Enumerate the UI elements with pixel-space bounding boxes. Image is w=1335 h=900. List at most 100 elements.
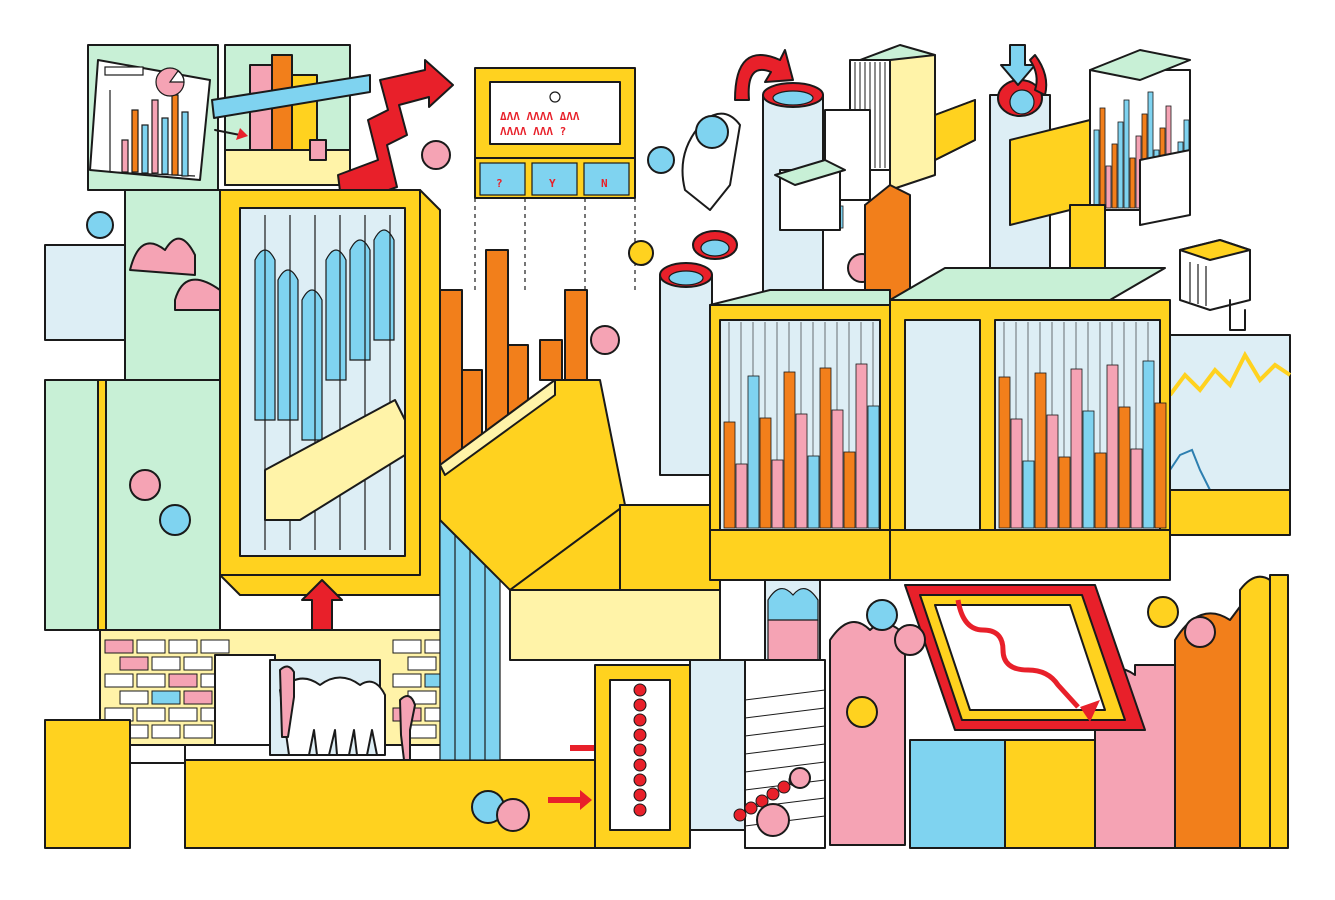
bottom-left-base — [44, 719, 606, 849]
symbol-tub-1 — [479, 162, 526, 196]
top-ramp-and-arrow — [211, 59, 454, 208]
yellow-pillar-strip — [97, 379, 107, 631]
brick — [183, 656, 213, 671]
small-iso-box — [1179, 239, 1251, 331]
case-bar — [867, 405, 880, 529]
case-bar — [1010, 418, 1023, 529]
brick — [151, 724, 181, 739]
blue-ball-center — [647, 146, 675, 174]
pink-ball-bc-2 — [789, 767, 811, 789]
pink-dome-left — [129, 237, 196, 276]
organ-pipe-frame — [219, 189, 441, 596]
token — [633, 683, 647, 697]
brick — [168, 639, 198, 654]
token — [633, 713, 647, 727]
crowd-silhouette — [279, 676, 386, 756]
token — [633, 758, 647, 772]
case-bar — [1130, 448, 1143, 529]
bottom-right-balls — [846, 596, 1216, 728]
brick — [151, 656, 181, 671]
brick — [136, 707, 166, 722]
stair-line — [744, 743, 826, 755]
trail-ball — [766, 787, 780, 801]
pink-ball-br-2 — [1184, 616, 1216, 648]
brick — [200, 639, 230, 654]
pink-ball-center — [590, 325, 620, 355]
blue-ball-top-left — [86, 211, 114, 239]
brick — [183, 690, 213, 705]
yellow-ball-br — [846, 696, 878, 728]
stair-line — [744, 689, 826, 701]
tub-symbol-2: Y — [549, 177, 556, 190]
brick — [151, 690, 181, 705]
token — [633, 728, 647, 742]
glass-case-left — [709, 289, 891, 581]
stair-line — [744, 761, 826, 773]
symbol-tub-3 — [583, 162, 630, 196]
bulb-icon — [549, 91, 561, 103]
blue-down-arrow — [1000, 44, 1036, 86]
brick — [392, 673, 422, 688]
case-bar — [1058, 456, 1071, 529]
mint-wall — [44, 379, 221, 631]
case-bar — [723, 421, 736, 529]
iso-bar — [1093, 129, 1100, 209]
brick — [168, 673, 198, 688]
red-right-arrow-bottom — [548, 790, 592, 810]
left-background-blocks — [44, 189, 221, 631]
falling-trend-card — [904, 584, 1146, 731]
iso-bar — [1111, 143, 1118, 209]
brick — [119, 690, 149, 705]
stair-block — [264, 399, 406, 521]
trail-ball — [744, 801, 758, 815]
case-bar — [998, 376, 1011, 529]
yellow-line — [1168, 350, 1292, 397]
hand-with-ball — [681, 112, 741, 211]
case-bar — [1118, 406, 1131, 529]
case-bar — [759, 417, 772, 529]
case-bar — [1106, 364, 1119, 529]
iso-bar — [1123, 99, 1130, 209]
pink-ball-bottom — [496, 798, 530, 832]
case-bar — [783, 371, 796, 529]
case-bar — [855, 363, 868, 529]
blue-ball-hand — [695, 115, 729, 149]
case-bar — [819, 367, 832, 529]
case-bar — [735, 463, 748, 529]
brick — [119, 656, 149, 671]
question-monitor: ΔΛΛ ΛΛΛΛ ΔΛΛ ΛΛΛΛ ΛΛΛ ? ? Y N — [474, 67, 636, 290]
token — [633, 773, 647, 787]
pink-ball-left — [129, 469, 161, 501]
brick — [407, 656, 437, 671]
brick — [168, 707, 198, 722]
building-chart-panel — [214, 44, 351, 186]
blue-ball-left — [159, 504, 191, 536]
case-bar — [747, 375, 760, 529]
glass-case-right — [889, 267, 1291, 581]
tub-symbol-3: N — [601, 177, 608, 190]
brick — [104, 673, 134, 688]
pink-figure-left — [279, 665, 295, 738]
brick — [183, 724, 213, 739]
iso-bar — [1105, 165, 1112, 209]
case-bar — [1094, 452, 1107, 529]
blue-ramp — [211, 74, 371, 119]
bottom-center-machine — [594, 659, 826, 849]
blue-line — [1169, 448, 1211, 491]
pink-ball-br-1 — [894, 624, 926, 656]
red-zigzag-arrow — [337, 59, 454, 208]
case-bar — [1022, 460, 1035, 529]
red-wavy-down-arrow — [955, 599, 1080, 709]
right-line-chart — [1164, 334, 1292, 491]
tub-symbol-1: ? — [496, 177, 503, 190]
iso-bar — [1117, 121, 1124, 209]
case-bar — [843, 451, 856, 529]
trail-ball — [777, 780, 791, 794]
brick-wall — [99, 629, 454, 761]
center-balls — [590, 146, 675, 355]
bar-chart-panel — [87, 44, 219, 191]
symbol-tub-2 — [531, 162, 578, 196]
trail-ball — [755, 794, 769, 808]
iso-bar — [1099, 107, 1106, 209]
